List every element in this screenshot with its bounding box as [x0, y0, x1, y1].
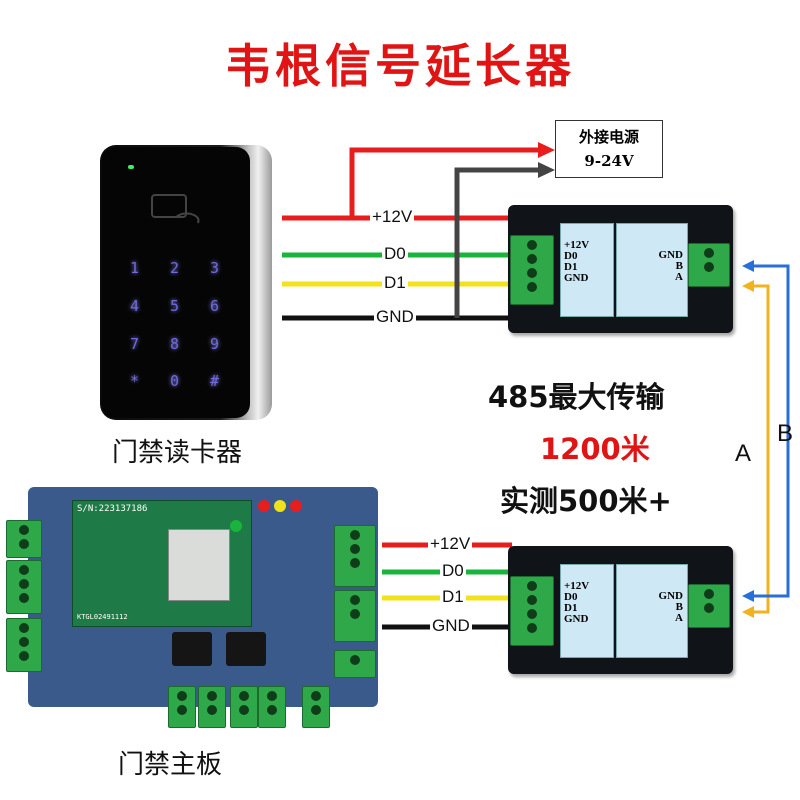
key-5: 5	[170, 297, 180, 315]
led-green-icon	[230, 520, 242, 532]
power-supply-box: 外接电源 9-24V	[555, 120, 663, 178]
board-terminal-right-2	[334, 590, 376, 642]
board-terminal-left-1	[6, 520, 42, 558]
pin-12v-label: +12V	[564, 239, 590, 251]
pin-gnd-right-label: GND	[658, 590, 683, 602]
pin-d0-label: D0	[564, 250, 578, 262]
bus-b-label: B	[777, 420, 794, 447]
key-2: 2	[170, 259, 180, 277]
power-ground-wire	[454, 167, 540, 318]
key-4: 4	[130, 297, 140, 315]
board-terminal-bottom-3	[230, 686, 258, 728]
wire-label-gnd-top: GND	[374, 307, 416, 327]
pin-gnd-label: GND	[564, 272, 589, 284]
wire-label-d0-bottom: D0	[440, 561, 466, 581]
module-bottom-right-panel: GND B A	[616, 564, 688, 658]
controller-caption: 门禁主板	[118, 750, 223, 780]
info-max-distance: 485最大传输	[488, 380, 665, 414]
board-terminal-bottom-1	[168, 686, 196, 728]
card-reader-face: 1 2 3 4 5 6 7 8 9 * 0 #	[102, 147, 250, 418]
wire-label-gnd-bottom: GND	[430, 616, 472, 636]
module-top-right-panel: GND B A	[616, 223, 688, 317]
power-supply-voltage: 9-24V	[584, 152, 634, 170]
led-yellow-icon	[274, 500, 286, 512]
rfid-card-icon	[151, 194, 200, 224]
board-terminal-left-2	[6, 560, 42, 614]
wire-label-12v-top: +12V	[370, 207, 415, 227]
wire-label-d1-bottom: D1	[440, 587, 466, 607]
info-tested-distance: 实测500米+	[500, 484, 672, 518]
info-distance-value: 1200米	[540, 432, 650, 466]
bus-b-line	[752, 264, 790, 598]
led-red-2-icon	[290, 500, 302, 512]
key-9: 9	[210, 335, 220, 353]
board-terminal-right-3	[334, 650, 376, 678]
terminal-block-right	[688, 243, 730, 287]
board-terminal-left-3	[6, 618, 42, 672]
key-star: *	[130, 372, 140, 390]
terminal-block-left	[510, 235, 554, 305]
status-led-icon	[128, 165, 134, 169]
diagram-title: 韦根信号延长器	[225, 39, 575, 93]
bus-a-line	[752, 284, 770, 614]
extender-module-bottom: +12V D0 D1 GND GND B A	[508, 546, 733, 674]
key-3: 3	[210, 259, 220, 277]
board-sub-pcb: S/N:223137186 KTGL02491112	[72, 500, 252, 627]
module-top-left-panel: +12V D0 D1 GND	[560, 223, 614, 317]
pin-b-label: B	[675, 260, 683, 272]
board-module-chip	[168, 529, 230, 601]
pin-d1-label: D1	[564, 602, 578, 614]
terminal-block-left	[510, 576, 554, 646]
pin-a-label: A	[675, 612, 683, 624]
key-0: 0	[170, 372, 180, 390]
board-terminal-bottom-4	[258, 686, 286, 728]
pin-d1-label: D1	[564, 261, 578, 273]
extender-module-top: +12V D0 D1 GND GND B A	[508, 205, 733, 333]
reader-caption: 门禁读卡器	[112, 438, 243, 468]
key-8: 8	[170, 335, 180, 353]
pin-gnd-right-label: GND	[658, 249, 683, 261]
board-terminal-bottom-5	[302, 686, 330, 728]
board-model-number: KTGL02491112	[77, 613, 128, 621]
module-bottom-left-panel: +12V D0 D1 GND	[560, 564, 614, 658]
pin-d0-label: D0	[564, 591, 578, 603]
key-1: 1	[130, 259, 140, 277]
pin-b-label: B	[675, 601, 683, 613]
relay-2	[226, 632, 266, 666]
relay-1	[172, 632, 212, 666]
power-positive-arrow	[538, 142, 555, 158]
bus-a-label: A	[735, 440, 752, 467]
board-serial-number: S/N:223137186	[77, 504, 148, 514]
wire-label-12v-bottom: +12V	[428, 534, 473, 554]
power-supply-label: 外接电源	[578, 128, 639, 146]
wire-label-d1-top: D1	[382, 273, 408, 293]
led-red-icon	[258, 500, 270, 512]
pin-gnd-label: GND	[564, 613, 589, 625]
wire-label-d0-top: D0	[382, 244, 408, 264]
key-hash: #	[210, 372, 220, 390]
key-7: 7	[130, 335, 140, 353]
board-terminal-bottom-2	[198, 686, 226, 728]
power-positive-wire	[349, 147, 540, 218]
pin-12v-label: +12V	[564, 580, 590, 592]
terminal-block-right	[688, 584, 730, 628]
power-ground-arrow	[538, 162, 555, 178]
key-6: 6	[210, 297, 220, 315]
pin-a-label: A	[675, 271, 683, 283]
board-terminal-right-1	[334, 525, 376, 587]
